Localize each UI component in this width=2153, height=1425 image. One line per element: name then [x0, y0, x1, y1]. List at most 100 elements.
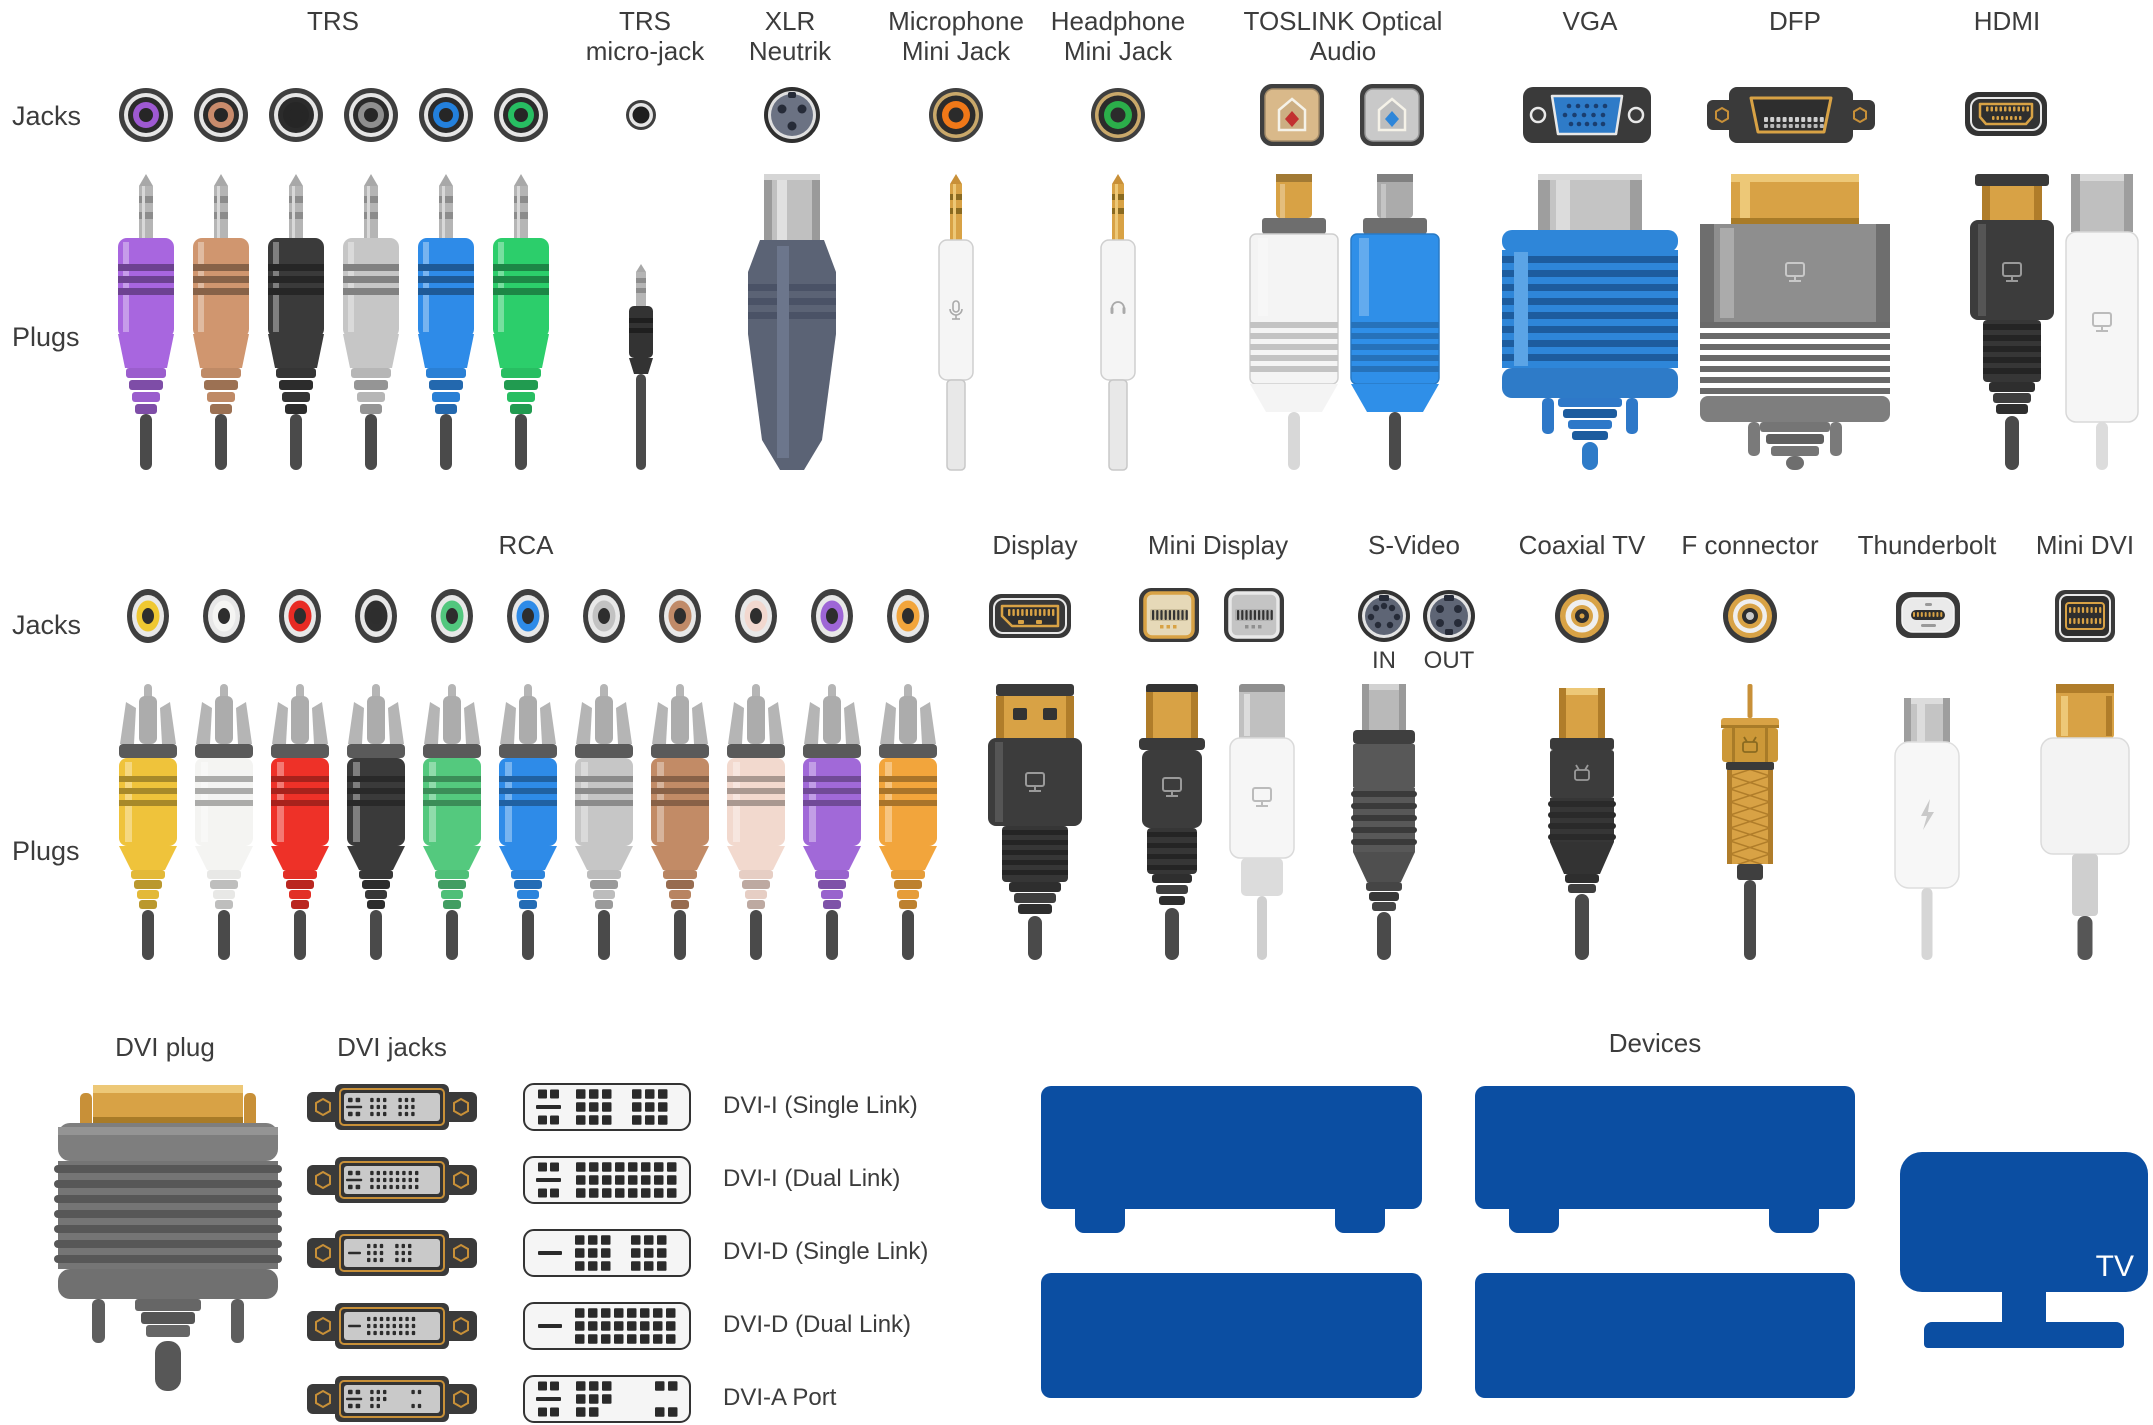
coax-label: Coaxial TV	[1518, 530, 1646, 560]
trs-jack-purple	[119, 88, 173, 142]
device-box-1-foot-1	[1075, 1209, 1125, 1233]
row1-plugs-axis-label: Plugs	[12, 322, 80, 352]
rca-jack-orange	[886, 587, 930, 645]
svideo-sublabel-out: OUT	[1423, 647, 1475, 674]
device-box-1	[1041, 1086, 1422, 1233]
trs-jack-blue	[419, 88, 473, 142]
dvi-jack-2	[307, 1155, 477, 1205]
toslink-jack-blue	[1359, 83, 1425, 147]
displayport-jack	[988, 591, 1072, 641]
f-connector-jack	[1723, 589, 1777, 643]
dvi-plug-label: DVI plug	[115, 1032, 215, 1062]
vga-label: VGA	[1562, 6, 1618, 36]
dvi-jack-1	[307, 1082, 477, 1132]
row2-plugs-axis-label: Plugs	[12, 836, 80, 866]
rca-plug-white	[184, 682, 264, 962]
tv-label: TV	[2095, 1250, 2134, 1283]
mic-label: Microphone Mini Jack	[888, 6, 1024, 66]
dvi-port-diagram-3	[522, 1228, 692, 1278]
rca-plug-blue	[488, 682, 568, 962]
hp-label: Headphone Mini Jack	[1050, 6, 1186, 66]
dvi-port-diagram-5	[522, 1374, 692, 1424]
dvi-type-label-4: DVI-D (Dual Link)	[723, 1311, 912, 1338]
rca-plug-orange	[868, 682, 948, 962]
trs-jack-salmon	[194, 88, 248, 142]
dfp-jack	[1706, 84, 1876, 146]
hdmi-jack	[1964, 91, 2048, 139]
rca-plug-pink	[716, 682, 796, 962]
trs-label: TRS	[307, 6, 359, 36]
dvi-port-diagram-4	[522, 1301, 692, 1351]
toslink-plug-blue	[1345, 172, 1445, 472]
coaxial-tv-plug	[1542, 682, 1622, 962]
tbolt-label: Thunderbolt	[1857, 530, 1997, 560]
vga-plug	[1490, 172, 1690, 472]
displayport-plug	[983, 682, 1087, 962]
mini-displayport-plug-white	[1222, 682, 1302, 962]
mini-dvi-jack	[2054, 589, 2116, 643]
row2-jacks-axis-label: Jacks	[12, 610, 82, 640]
toslink-label: TOSLINK Optical Audio	[1243, 6, 1443, 66]
trs-plug-purple	[106, 172, 186, 472]
hdmi-label: HDMI	[1973, 6, 2041, 36]
trs-micro-plug	[621, 172, 661, 472]
thunderbolt-jack	[1895, 591, 1961, 641]
xlr-label: XLR Neutrik	[748, 6, 832, 66]
device-box-3	[1041, 1273, 1422, 1398]
row1-jacks-axis-label: Jacks	[12, 101, 82, 131]
rca-jack-gray	[582, 587, 626, 645]
dvi-jacks-label: DVI jacks	[337, 1032, 447, 1062]
device-box-2-foot-2	[1769, 1209, 1819, 1233]
trs_micro-label: TRS micro-jack	[585, 6, 705, 66]
device-box-4	[1475, 1273, 1855, 1398]
mini-displayport-jack-silver	[1223, 587, 1285, 645]
trs-jack-green	[494, 88, 548, 142]
dvi-type-label-1: DVI-I (Single Link)	[723, 1092, 918, 1119]
rca-jack-white	[202, 587, 246, 645]
rca-jack-red	[278, 587, 322, 645]
rca-jack-purple	[810, 587, 854, 645]
rca-plug-gray	[564, 682, 644, 962]
tv-stand-neck	[2002, 1290, 2046, 1330]
dvi-type-label-5: DVI-A Port	[723, 1384, 837, 1411]
f-connector-plug	[1710, 682, 1790, 962]
rca-label: RCA	[498, 530, 554, 560]
minidvi-label: Mini DVI	[2035, 530, 2135, 560]
rca-jack-tan	[658, 587, 702, 645]
rca-plug-purple	[792, 682, 872, 962]
headphone-jack	[1091, 88, 1145, 142]
microphone-jack	[929, 88, 983, 142]
device-box-1-foot-2	[1335, 1209, 1385, 1233]
rca-jack-blue	[506, 587, 550, 645]
minidp-label: Mini Display	[1147, 530, 1289, 560]
headphone-plug	[1088, 172, 1148, 472]
vga-jack	[1522, 85, 1652, 145]
dvi-jack-3	[307, 1228, 477, 1278]
dvi-port-diagram-1	[522, 1082, 692, 1132]
device-box-2	[1475, 1086, 1855, 1233]
rca-plug-black	[336, 682, 416, 962]
dvi-jack-5	[307, 1374, 477, 1424]
dvi-plug	[48, 1083, 288, 1393]
fcon-label: F connector	[1681, 530, 1819, 560]
dfp-plug	[1690, 172, 1900, 472]
trs-plug-green	[481, 172, 561, 472]
toslink-plug-white	[1244, 172, 1344, 472]
trs-plug-black	[256, 172, 336, 472]
trs-jack-black	[269, 88, 323, 142]
mini-dvi-plug	[2033, 682, 2137, 962]
rca-plug-yellow	[108, 682, 188, 962]
thunderbolt-plug	[1887, 682, 1967, 962]
rca-jack-yellow	[126, 587, 170, 645]
xlr-jack	[764, 87, 820, 143]
rca-jack-pink	[734, 587, 778, 645]
dvi-jack-4	[307, 1301, 477, 1351]
microphone-plug	[926, 172, 986, 472]
svideo-plug	[1339, 682, 1429, 962]
rca-plug-tan	[640, 682, 720, 962]
hdmi-plug-white	[2057, 172, 2147, 472]
svideo-jack-out	[1423, 590, 1475, 642]
display-label: Display	[992, 530, 1078, 560]
device-box-2-foot-1	[1509, 1209, 1559, 1233]
